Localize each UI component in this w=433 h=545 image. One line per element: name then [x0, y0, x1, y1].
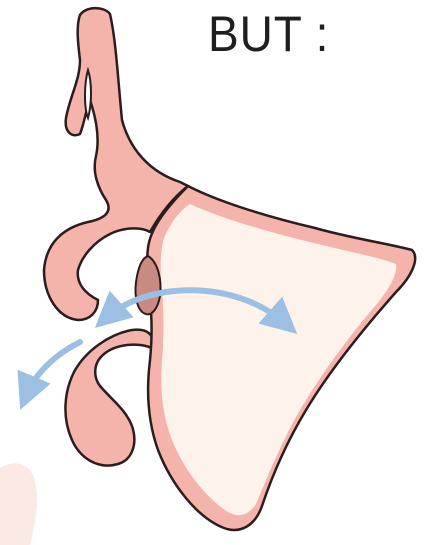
- lower-process: [65, 330, 152, 466]
- joint-surface: [135, 256, 160, 314]
- process-slot: [85, 70, 91, 118]
- background-fragment: [0, 463, 37, 545]
